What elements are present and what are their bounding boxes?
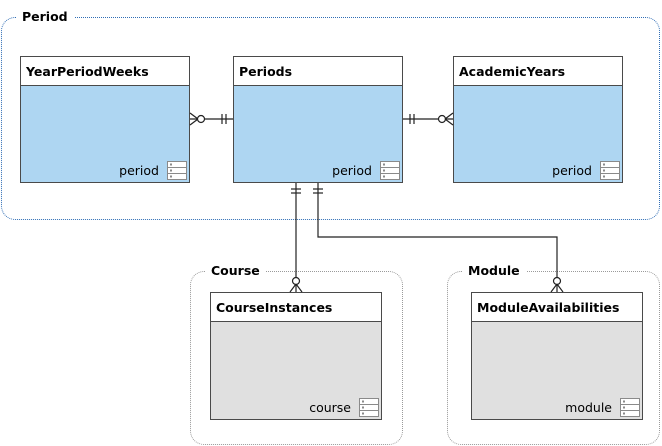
schema-label: course xyxy=(309,400,351,415)
group-period-label: Period xyxy=(16,9,74,25)
table-icon xyxy=(380,161,400,180)
entity-title: YearPeriodWeeks xyxy=(21,57,189,86)
group-course-label: Course xyxy=(205,263,266,279)
schema-label: period xyxy=(332,163,372,178)
entity-title: AcademicYears xyxy=(454,57,622,86)
entity-body: period xyxy=(454,86,622,182)
entity-body: period xyxy=(21,86,189,182)
group-period: Period xyxy=(1,9,660,220)
table-icon xyxy=(600,161,620,180)
schema-label: period xyxy=(119,163,159,178)
entity-body: module xyxy=(472,322,642,419)
table-icon xyxy=(620,398,640,417)
group-module: Module xyxy=(447,263,660,445)
entity-title: Periods xyxy=(234,57,402,86)
entity-title: ModuleAvailabilities xyxy=(472,293,642,322)
schema-label: period xyxy=(552,163,592,178)
relationship-yearperiodweeks-periods[interactable] xyxy=(189,112,233,126)
table-icon xyxy=(167,161,187,180)
entity-year-period-weeks[interactable]: YearPeriodWeeks period xyxy=(20,56,190,183)
entity-module-availabilities[interactable]: ModuleAvailabilities module xyxy=(471,292,643,420)
entity-periods[interactable]: Periods period xyxy=(233,56,403,183)
entity-academic-years[interactable]: AcademicYears period xyxy=(453,56,623,183)
entity-body: period xyxy=(234,86,402,182)
relationship-periods-moduleavailabilities[interactable] xyxy=(313,183,564,293)
table-icon xyxy=(359,398,379,417)
schema-label: module xyxy=(565,400,612,415)
relationship-periods-academicyears[interactable] xyxy=(403,112,454,126)
relationship-periods-courseinstances[interactable] xyxy=(289,183,303,293)
entity-body: course xyxy=(211,322,381,419)
group-module-label: Module xyxy=(462,263,526,279)
entity-course-instances[interactable]: CourseInstances course xyxy=(210,292,382,420)
entity-title: CourseInstances xyxy=(211,293,381,322)
